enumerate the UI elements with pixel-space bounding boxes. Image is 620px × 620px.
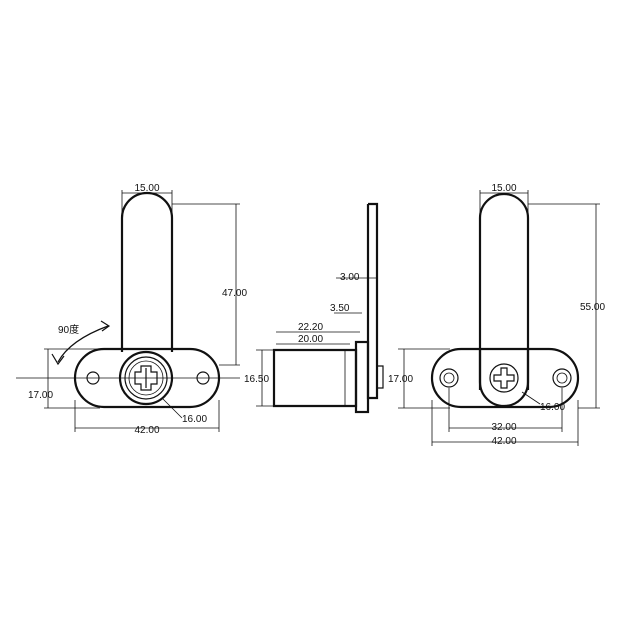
front-rotation-label: 90度 — [58, 323, 79, 336]
side-screw — [377, 365, 384, 389]
back-dim-hole-spacing: 32.00 — [491, 422, 516, 433]
back-dim-height: 55.00 — [580, 302, 605, 313]
back-left-hole — [439, 368, 459, 388]
back-cam-bar — [478, 192, 530, 390]
side-dim-length-overall: 22.20 — [298, 322, 323, 333]
side-dim-offset: 3.50 — [330, 303, 350, 314]
side-dim-tab-thickness: 3.00 — [340, 272, 360, 283]
back-view: 15.00 55.00 17.00 16.00 32.00 42.00 — [388, 183, 605, 447]
front-dim-plate-width: 42.00 — [134, 425, 159, 436]
side-plate — [354, 340, 370, 414]
back-right-hole — [552, 368, 572, 388]
back-dim-plate-height: 17.00 — [388, 374, 413, 385]
back-dim-width-top: 15.00 — [491, 183, 516, 194]
front-dim-width-top: 15.00 — [134, 183, 159, 194]
front-cam-bar — [120, 191, 174, 352]
side-dim-body-dia: 16.50 — [244, 374, 269, 385]
front-view: 15.00 47.00 90度 17.00 16.00 42.00 — [16, 183, 247, 436]
side-cam-tab — [366, 202, 379, 400]
back-dim-plate-width: 42.00 — [491, 436, 516, 447]
front-dim-height: 47.00 — [222, 288, 247, 299]
back-dim-hole-dia: 16.00 — [540, 402, 565, 413]
side-dim-length-body: 20.00 — [298, 334, 323, 345]
side-view: 3.00 3.50 22.20 20.00 16.50 — [244, 202, 384, 414]
rotation-arrow-icon — [57, 325, 109, 363]
phillips-screw-icon — [489, 363, 519, 393]
front-dim-cylinder-dia: 16.00 — [182, 414, 207, 425]
keyway-icon — [134, 365, 158, 391]
front-dim-plate-height: 17.00 — [28, 390, 53, 401]
side-body — [272, 348, 358, 408]
